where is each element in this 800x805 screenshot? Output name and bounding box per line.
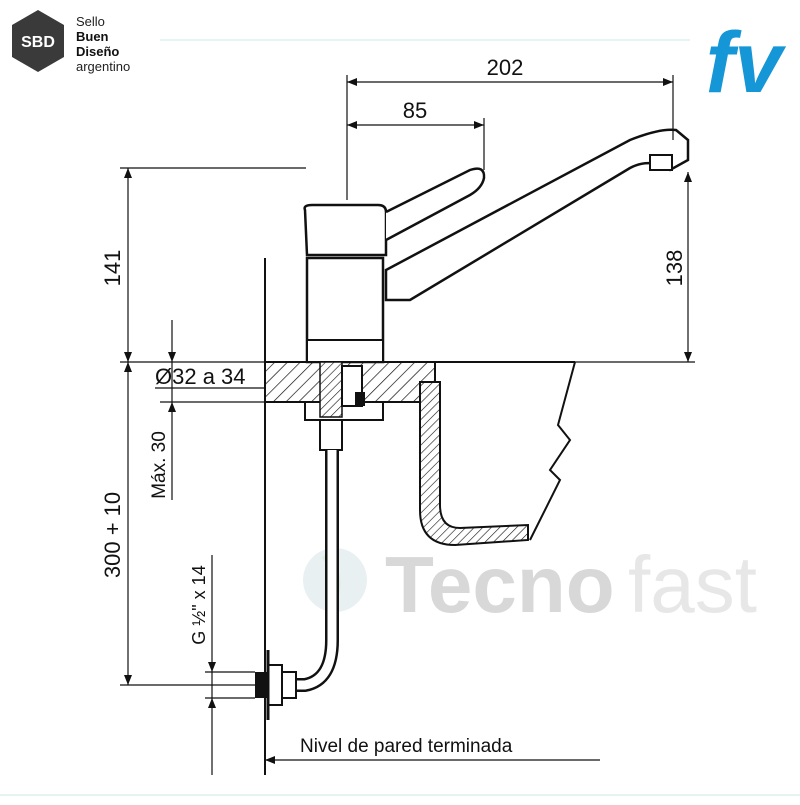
sbd-line-1: Sello bbox=[76, 14, 105, 29]
sbd-line-3: Diseño bbox=[76, 44, 119, 59]
dim-thread: G ½" x 14 bbox=[189, 565, 209, 644]
dim-pipe-length: 300 + 10 bbox=[100, 492, 125, 578]
dim-141: 141 bbox=[100, 250, 125, 287]
watermark-text-2: fast bbox=[628, 540, 757, 629]
dim-85: 85 bbox=[403, 98, 427, 123]
sbd-line-2: Buen bbox=[76, 29, 109, 44]
tap-spout bbox=[384, 128, 690, 302]
watermark-text-1: Tecno bbox=[385, 540, 615, 629]
dim-max-thickness: Máx. 30 bbox=[149, 431, 170, 499]
sbd-mark: SBD bbox=[21, 34, 55, 51]
tap-body bbox=[303, 128, 690, 364]
fv-logo: fv bbox=[706, 15, 787, 111]
dim-hole-diameter: Ø32 a 34 bbox=[155, 364, 246, 389]
sbd-line-4: argentino bbox=[76, 59, 130, 74]
wall-level-label: Nivel de pared terminada bbox=[300, 736, 513, 757]
flexible-hose bbox=[255, 450, 339, 720]
dimensions bbox=[120, 75, 695, 775]
fv-mark: fv bbox=[706, 15, 787, 111]
sbd-logo: SBD Sello Buen Diseño argentino bbox=[12, 10, 130, 74]
fixing-assembly bbox=[304, 361, 384, 451]
dim-138: 138 bbox=[662, 250, 687, 287]
tecnofast-watermark: Tecno fast bbox=[303, 540, 757, 629]
dimension-arrows bbox=[124, 78, 692, 764]
countertop-section bbox=[264, 361, 576, 547]
sbd-hexagon-icon bbox=[12, 10, 64, 72]
tap-handle[interactable] bbox=[303, 203, 388, 257]
tap-lever[interactable] bbox=[385, 167, 486, 242]
dim-202: 202 bbox=[487, 55, 524, 80]
